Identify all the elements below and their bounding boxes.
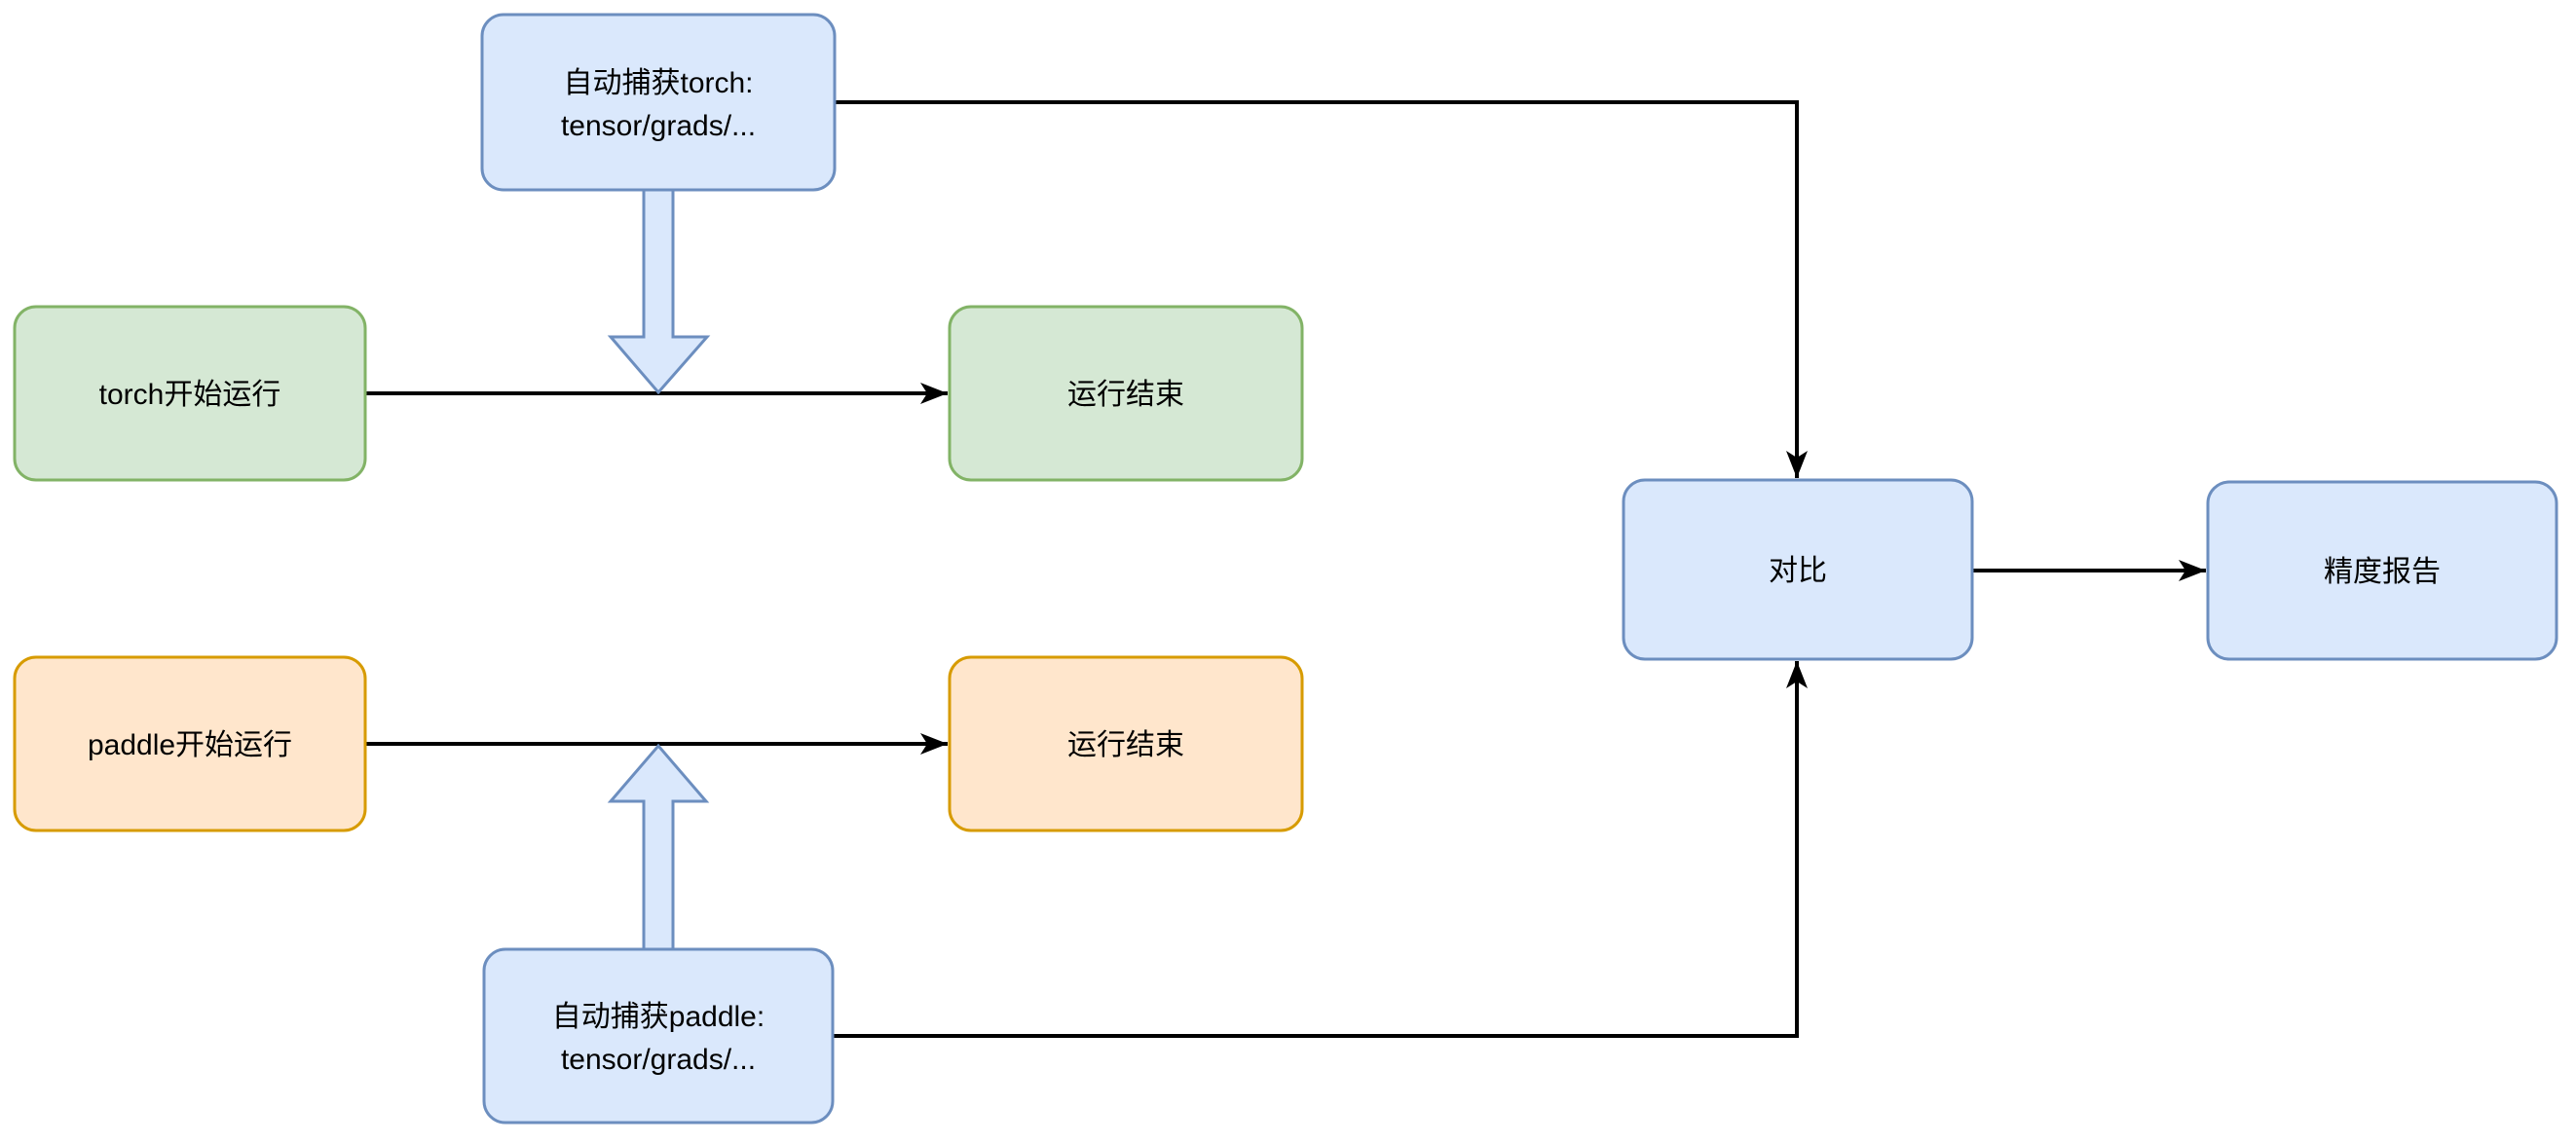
- edge-capture-paddle-to-compare: [833, 661, 1808, 1038]
- node-torch-start: torch开始运行: [13, 305, 367, 482]
- node-report-label: 精度报告: [2324, 556, 2441, 588]
- node-capture-paddle-label-line1: 自动捕获paddle:: [552, 1001, 765, 1033]
- block-arrow-down-icon: [607, 188, 711, 395]
- node-report-shape: [2206, 480, 2558, 661]
- node-paddle-start-shape: [13, 655, 367, 832]
- node-torch-end-shape: [948, 305, 1304, 482]
- edge-capture-torch-to-compare: [835, 100, 1808, 478]
- node-capture-paddle-shape: [482, 947, 835, 1125]
- node-report: 精度报告: [2206, 480, 2558, 661]
- node-torch-end-label: 运行结束: [1067, 379, 1184, 411]
- node-paddle-start: paddle开始运行: [13, 655, 367, 832]
- block-arrow-up-icon: [607, 743, 710, 951]
- node-paddle-end-label: 运行结束: [1067, 729, 1184, 761]
- node-capture-torch-label-line1: 自动捕获torch:: [563, 67, 753, 99]
- node-compare: 对比: [1622, 478, 1974, 661]
- node-paddle-start-label: paddle开始运行: [88, 729, 292, 761]
- node-capture-torch-label-line2: tensor/grads/...: [561, 110, 756, 142]
- node-compare-shape: [1622, 478, 1974, 661]
- node-capture-torch: 自动捕获torch: tensor/grads/...: [480, 13, 837, 192]
- node-torch-start-label: torch开始运行: [99, 379, 281, 411]
- node-capture-torch-shape: [480, 13, 837, 192]
- node-paddle-end: 运行结束: [948, 655, 1304, 832]
- node-capture-paddle: 自动捕获paddle: tensor/grads/...: [482, 947, 835, 1125]
- node-torch-start-shape: [13, 305, 367, 482]
- node-capture-paddle-label-line2: tensor/grads/...: [561, 1044, 756, 1076]
- node-compare-label: 对比: [1769, 555, 1827, 587]
- node-paddle-end-shape: [948, 655, 1304, 832]
- node-torch-end: 运行结束: [948, 305, 1304, 482]
